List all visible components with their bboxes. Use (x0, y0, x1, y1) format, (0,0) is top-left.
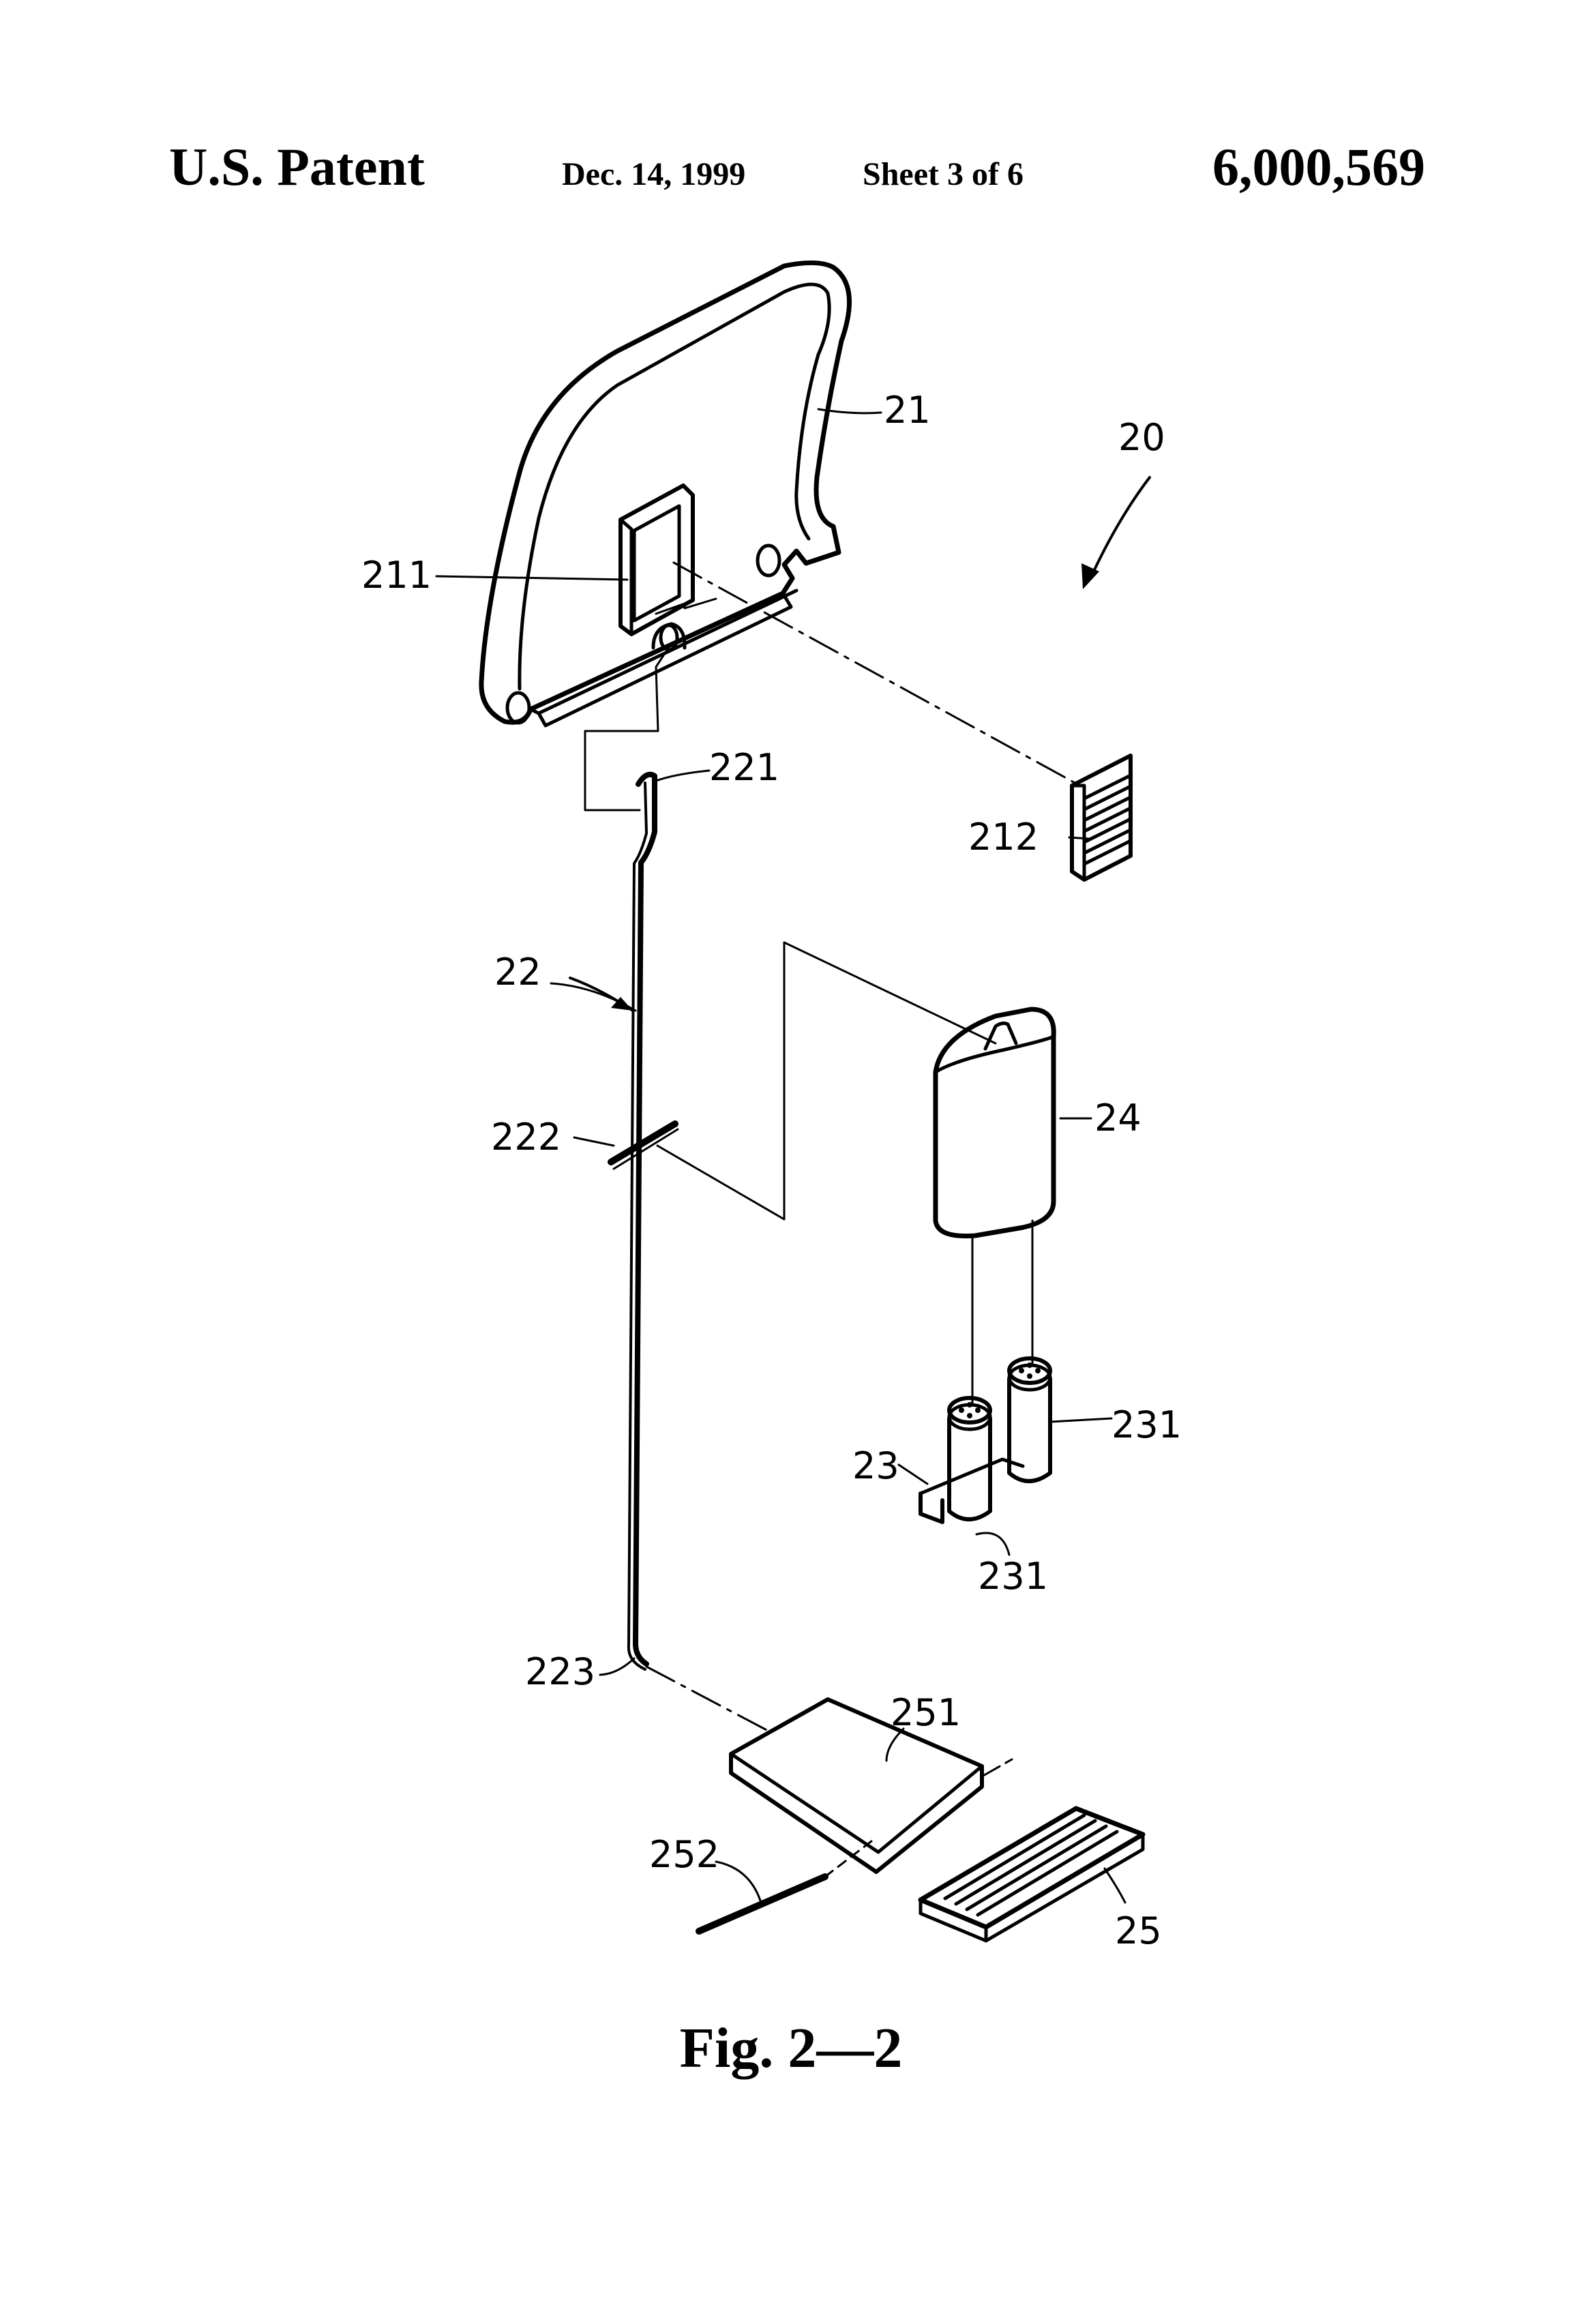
pin-252 (699, 1841, 871, 1931)
label-25: 25 (1115, 1909, 1162, 1952)
label-21: 21 (884, 389, 931, 432)
part-212 (1072, 756, 1131, 880)
label-252: 252 (649, 1833, 719, 1876)
arrow-20 (1091, 477, 1150, 577)
label-251: 251 (891, 1691, 961, 1734)
label-23: 23 (852, 1444, 899, 1487)
label-223: 223 (525, 1650, 595, 1693)
cylinders-231-bracket-23 (921, 1358, 1050, 1522)
label-20: 20 (1118, 416, 1165, 459)
label-211: 211 (361, 554, 432, 597)
label-22: 22 (494, 951, 541, 994)
label-24: 24 (1094, 1097, 1141, 1139)
label-222: 222 (491, 1116, 561, 1159)
label-212: 212 (968, 816, 1039, 859)
frame-opening-211 (621, 486, 693, 634)
label-231-right: 231 (1111, 1403, 1182, 1446)
label-231-bottom: 231 (978, 1555, 1048, 1598)
label-221: 221 (709, 746, 779, 789)
figure-caption: Fig. 2—2 (0, 2015, 1582, 2081)
rod-22 (611, 775, 678, 1669)
